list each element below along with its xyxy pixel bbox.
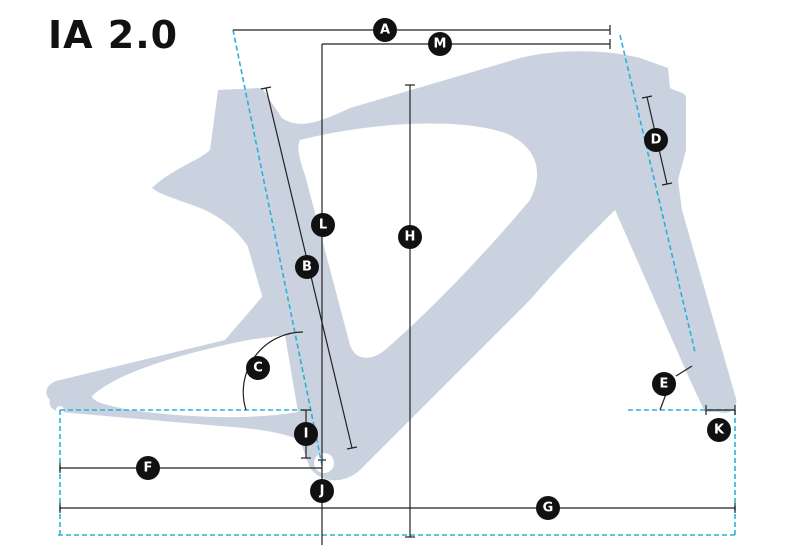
svg-text:E: E bbox=[660, 377, 669, 392]
reference-lines bbox=[58, 29, 737, 536]
measure-e-tick bbox=[659, 393, 667, 411]
svg-text:B: B bbox=[302, 260, 312, 275]
rear-triangle-opening bbox=[92, 335, 298, 418]
svg-text:I: I bbox=[304, 427, 309, 442]
svg-text:K: K bbox=[714, 423, 725, 438]
badge-h: H bbox=[398, 225, 422, 249]
badge-j: J bbox=[310, 479, 334, 503]
badge-m: M bbox=[428, 32, 452, 56]
badge-i: I bbox=[294, 422, 318, 446]
badge-k: K bbox=[707, 418, 731, 442]
badge-d: D bbox=[644, 128, 668, 152]
badge-g: G bbox=[536, 496, 560, 520]
badge-c: C bbox=[246, 356, 270, 380]
badge-f: F bbox=[136, 456, 160, 480]
svg-text:A: A bbox=[380, 23, 390, 38]
badge-e: E bbox=[652, 372, 676, 396]
steerer-axis-line bbox=[619, 34, 696, 353]
svg-text:L: L bbox=[319, 218, 327, 233]
measurement-badges: A M L B H D C E I K F J G bbox=[136, 18, 731, 520]
svg-text:C: C bbox=[253, 361, 263, 376]
badge-a: A bbox=[373, 18, 397, 42]
svg-text:F: F bbox=[144, 461, 153, 476]
measure-e-leader bbox=[675, 365, 693, 377]
bike-frame-silhouette bbox=[46, 51, 737, 481]
svg-text:D: D bbox=[651, 133, 662, 148]
seat-mast bbox=[218, 88, 320, 440]
diagram-title: IA 2.0 bbox=[48, 13, 179, 57]
svg-text:J: J bbox=[319, 484, 325, 499]
badge-l: L bbox=[311, 213, 335, 237]
badge-b: B bbox=[295, 255, 319, 279]
svg-text:H: H bbox=[405, 230, 416, 245]
seat-axis-line bbox=[232, 29, 323, 466]
svg-text:M: M bbox=[434, 37, 447, 52]
svg-text:G: G bbox=[543, 501, 554, 516]
bottom-bracket bbox=[314, 453, 334, 473]
